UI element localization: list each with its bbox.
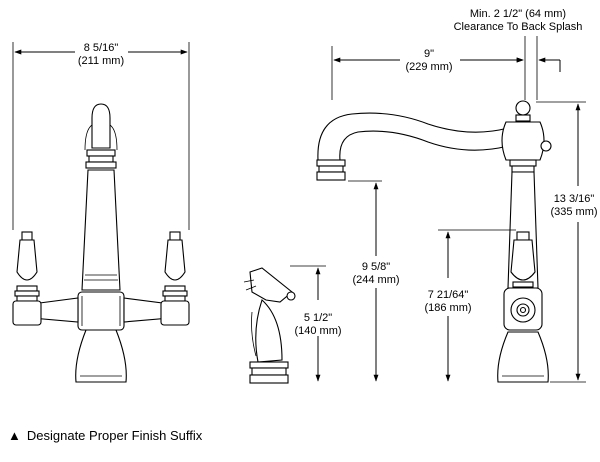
finish-suffix-note: ▲ Designate Proper Finish Suffix — [8, 428, 202, 443]
spout-height-dimension — [348, 180, 382, 382]
clearance-line-2: Clearance To Back Splash — [454, 21, 583, 33]
handle-height-imperial: 7 21/64" — [428, 289, 469, 301]
front-view-faucet — [12, 103, 190, 383]
spout-reach-imperial: 9" — [424, 48, 434, 60]
spout-height-metric: (244 mm) — [352, 274, 399, 286]
spout-height-imperial: 9 5/8" — [362, 261, 390, 273]
handle-height-metric: (186 mm) — [424, 302, 471, 314]
clearance-line-1: Min. 2 1/2" (64 mm) — [470, 8, 566, 20]
overall-height-metric: (335 mm) — [550, 206, 597, 218]
sprayer-height-metric: (140 mm) — [294, 325, 341, 337]
triangle-icon: ▲ — [8, 428, 21, 443]
overall-width-dimension — [12, 42, 190, 230]
handle-height-dimension — [438, 229, 516, 382]
clearance-dimension — [504, 36, 561, 100]
overall-height-dimension — [536, 101, 586, 383]
sprayer-height-imperial: 5 1/2" — [304, 312, 332, 324]
side-view-faucet — [316, 100, 552, 383]
overall-height-imperial: 13 3/16" — [554, 193, 595, 205]
spout-reach-dimension — [331, 36, 526, 100]
sprayer-height-dimension — [290, 265, 326, 382]
side-sprayer — [243, 267, 296, 384]
spout-reach-metric: (229 mm) — [405, 61, 452, 73]
overall-width-metric: (211 mm) — [78, 55, 124, 67]
finish-suffix-text: Designate Proper Finish Suffix — [26, 428, 203, 443]
overall-width-imperial: 8 5/16" — [84, 42, 119, 54]
